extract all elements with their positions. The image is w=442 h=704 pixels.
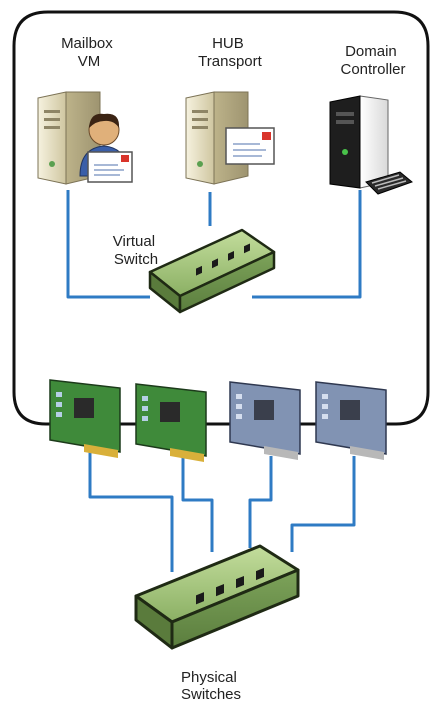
virtual-links bbox=[66, 190, 362, 299]
link-dc-to-vswitch bbox=[252, 190, 362, 299]
domain-controller-label-line2: Controller bbox=[340, 61, 405, 78]
domain-controller-label: Domain Controller bbox=[340, 43, 405, 78]
physical-switches-label-line2: Switches bbox=[181, 686, 241, 703]
physical-switch-device bbox=[134, 544, 300, 650]
domain-controller-label-line1: Domain bbox=[345, 43, 397, 60]
hub-transport-label: HUB Transport bbox=[198, 35, 262, 70]
host-boundary bbox=[12, 10, 430, 426]
link-nic4-to-pswitch bbox=[290, 456, 356, 552]
virtual-switch-label: Virtual Switch bbox=[113, 233, 159, 268]
mailbox-email-icon bbox=[87, 151, 133, 183]
physical-links bbox=[88, 452, 356, 572]
physical-switches-label-line1: Physical bbox=[181, 669, 237, 686]
link-mailbox-to-vswitch bbox=[66, 190, 150, 299]
domain-controller-server bbox=[329, 95, 389, 189]
hub-email-icon bbox=[225, 127, 275, 165]
virtual-switch-device bbox=[148, 228, 276, 314]
virtual-switch-label-line1: Virtual bbox=[113, 233, 155, 250]
mailbox-vm-label: Mailbox VM bbox=[61, 35, 117, 70]
nic-2 bbox=[135, 383, 207, 462]
mailbox-vm-label-line1: Mailbox bbox=[61, 35, 113, 52]
physical-switches-label: Physical Switches bbox=[181, 669, 241, 703]
mailbox-vm-label-line2: VM bbox=[78, 53, 101, 70]
keyboard-icon bbox=[365, 171, 413, 195]
nic-3 bbox=[229, 381, 301, 460]
hub-transport-label-line2: Transport bbox=[198, 53, 262, 70]
mailbox-vm-server bbox=[37, 91, 101, 185]
link-nic3-to-pswitch bbox=[248, 456, 273, 548]
nic-4 bbox=[315, 381, 387, 460]
link-nic2-to-pswitch bbox=[181, 456, 214, 552]
virtual-switch-label-line2: Switch bbox=[114, 251, 158, 268]
hub-transport-label-line1: HUB bbox=[212, 35, 244, 52]
nic-1 bbox=[49, 379, 121, 458]
link-nic1-to-pswitch bbox=[88, 452, 174, 572]
